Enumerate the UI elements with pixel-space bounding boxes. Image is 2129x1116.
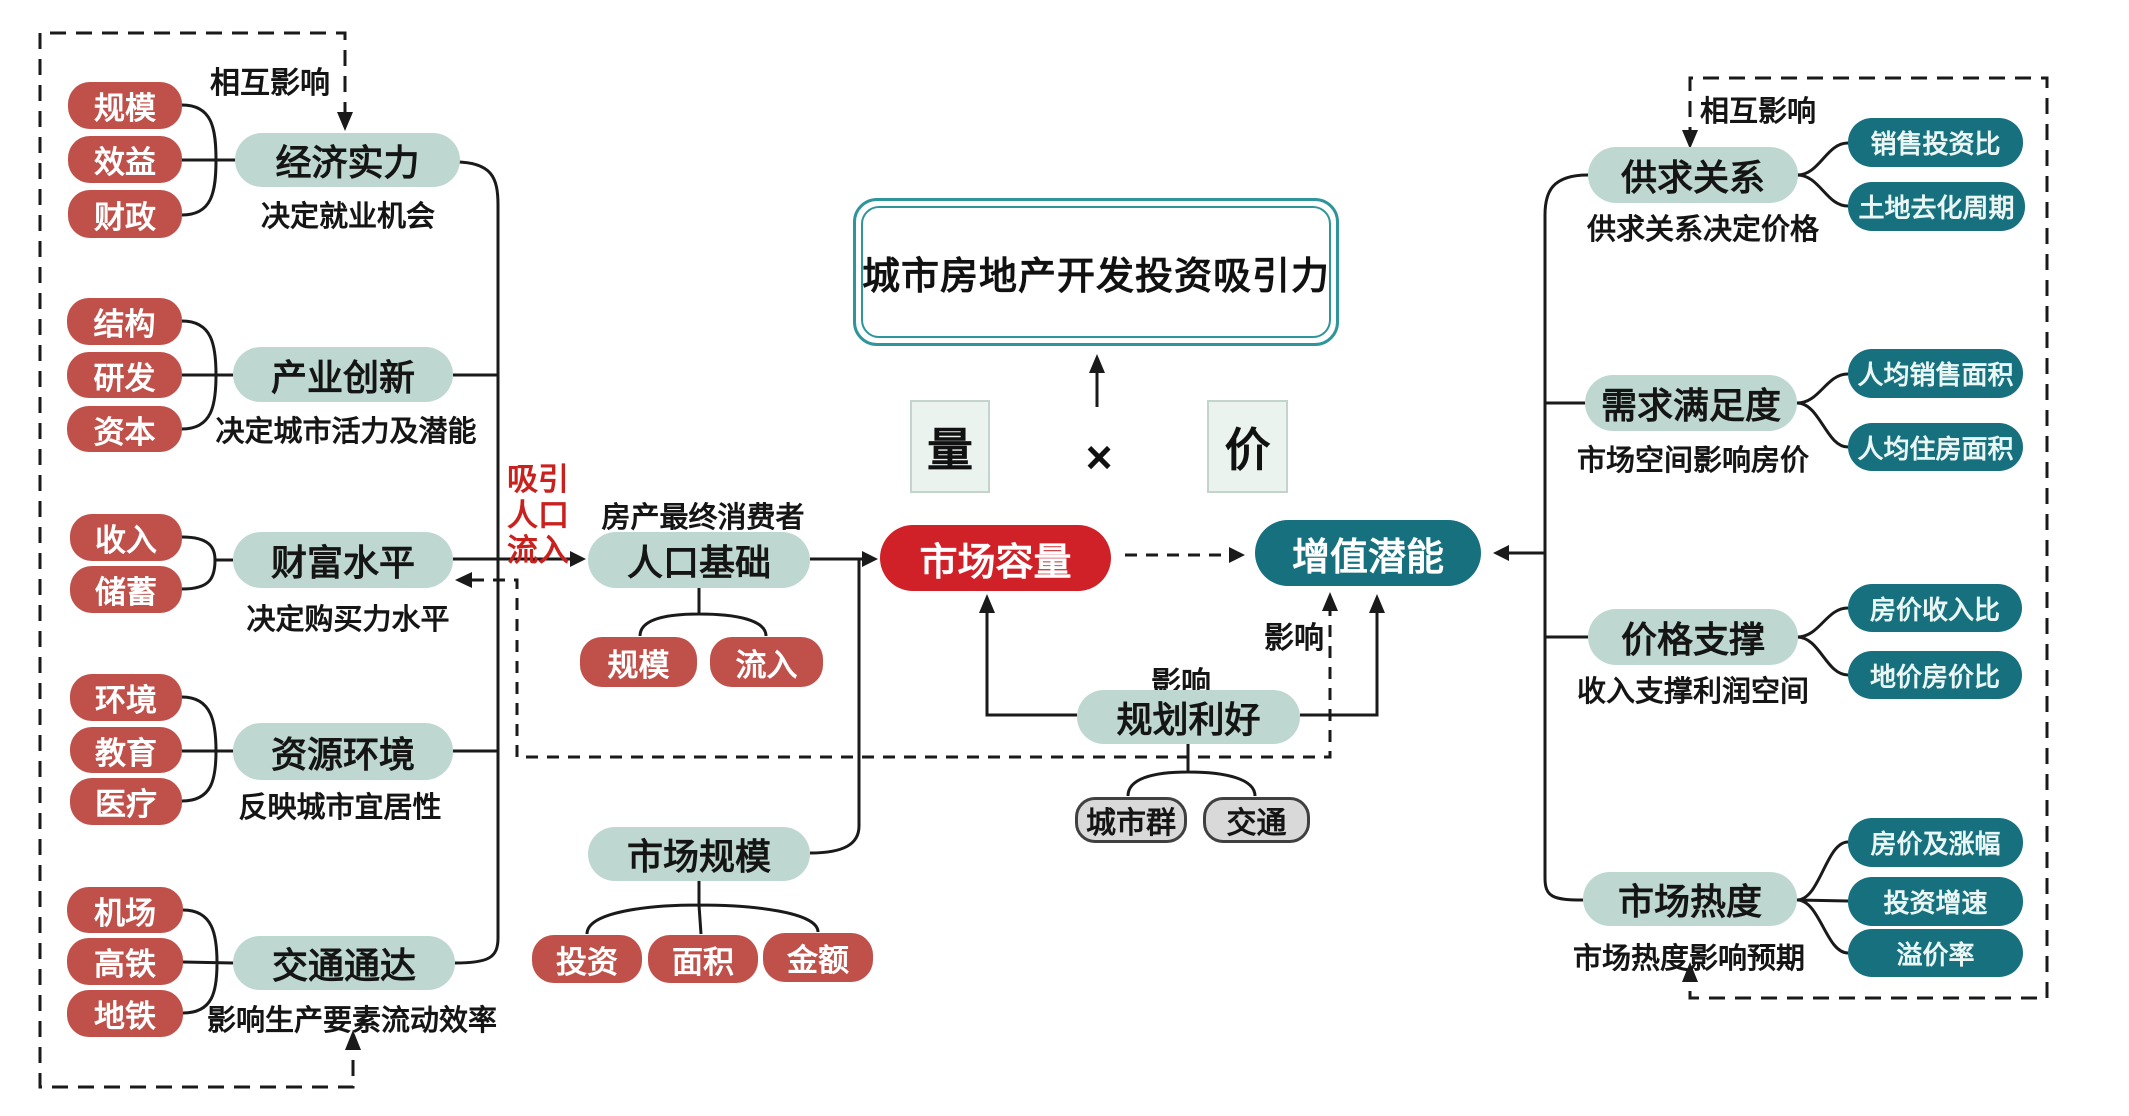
node-housing-area-per-capita: 人均住房面积 <box>1848 423 2023 471</box>
feedback-dashed-line <box>472 578 1332 759</box>
arrow-up-right-frame <box>1682 962 1698 982</box>
node-res-environment: 环境 <box>70 674 182 721</box>
right-mutual-dashed-frame <box>1688 76 2049 1000</box>
desc-resource-environment: 反映城市宜居性 <box>238 792 442 824</box>
node-land-absorption-cycle: 土地去化周期 <box>1848 182 2025 231</box>
marketscale-connector <box>809 560 861 855</box>
arrow-spine-into-potential <box>1493 545 1509 561</box>
desc-price-support: 收入支撑利润空间 <box>1576 676 1810 708</box>
planning-children-brace <box>1126 743 1257 797</box>
desc-wealth-level: 决定购买力水平 <box>246 604 450 636</box>
arrow-into-population <box>570 551 586 567</box>
node-trans-highrail: 高铁 <box>67 938 183 985</box>
node-price-and-growth: 房价及涨幅 <box>1848 818 2023 867</box>
volume-box: 量 <box>910 400 990 493</box>
node-scale-amount: 金额 <box>763 933 873 982</box>
node-trans-airport: 机场 <box>67 887 183 933</box>
node-econ-benefit: 效益 <box>68 136 182 183</box>
brace-industry <box>181 319 233 431</box>
arrow-into-potential-bottom <box>1369 594 1385 613</box>
node-trans-metro: 地铁 <box>67 990 183 1037</box>
node-population-scale: 规模 <box>580 637 697 687</box>
marketscale-children-brace <box>585 881 820 935</box>
brace-wealth <box>181 535 233 591</box>
brace-heat <box>1796 840 1849 955</box>
node-resource-environment: 资源环境 <box>233 723 453 780</box>
left-mutual-dashed-frame <box>38 31 355 1089</box>
node-scale-area: 面积 <box>648 935 758 983</box>
node-ind-capital: 资本 <box>67 406 182 452</box>
brace-price <box>1796 606 1849 677</box>
brace-resource <box>181 695 233 803</box>
left-spine <box>454 160 500 965</box>
page-title: 城市房地产开发投资吸引力 <box>861 255 1330 298</box>
node-sales-investment-ratio: 销售投资比 <box>1848 118 2023 167</box>
left-mutual-influence-label: 相互影响 <box>210 67 330 100</box>
arrow-capacity-to-potential <box>1229 547 1245 563</box>
node-planning-transport: 交通 <box>1203 797 1310 843</box>
node-population-inflow: 流入 <box>710 637 823 687</box>
multiply-sign: × <box>1085 431 1113 483</box>
node-ind-rd: 研发 <box>67 352 182 398</box>
arrow-into-capacity-bottom <box>979 594 995 613</box>
brace-demand <box>1796 372 1849 449</box>
title-box-inner-border <box>861 206 1331 338</box>
node-econ-scale: 规模 <box>68 82 182 129</box>
arrow-into-capacity-left <box>862 551 878 567</box>
arrow-into-wealth <box>455 572 472 588</box>
node-wealth-income: 收入 <box>70 514 182 561</box>
brace-economy <box>181 103 235 217</box>
attract-population-label: 吸引人口流入 <box>507 462 569 569</box>
arrow-up-left-frame <box>345 1030 361 1050</box>
desc-transport-access: 影响生产要素流动效率 <box>206 1005 498 1037</box>
desc-demand-satisfaction: 市场空间影响房价 <box>1576 445 1810 477</box>
right-spine <box>1543 173 1589 902</box>
node-transport-access: 交通通达 <box>233 936 455 990</box>
node-scale-investment: 投资 <box>532 935 642 983</box>
node-wealth-level: 财富水平 <box>233 532 453 588</box>
right-mutual-influence-label: 相互影响 <box>1700 96 1817 128</box>
population-note: 房产最终消费者 <box>601 502 805 534</box>
node-market-capacity: 市场容量 <box>880 525 1111 591</box>
arrow-into-economy <box>337 112 353 131</box>
arrow-dashed-into-potential <box>1322 592 1338 611</box>
node-market-scale: 市场规模 <box>588 827 810 881</box>
price-box: 价 <box>1207 400 1288 493</box>
node-ind-structure: 结构 <box>67 298 182 345</box>
node-wealth-savings: 储蓄 <box>70 566 182 613</box>
node-economic-strength: 经济实力 <box>235 133 460 187</box>
brace-supply <box>1796 141 1849 208</box>
population-children-brace <box>638 587 768 637</box>
planning-to-potential <box>1300 608 1379 717</box>
node-res-education: 教育 <box>70 727 182 773</box>
brace-transport <box>182 908 234 1015</box>
node-premium-rate: 溢价率 <box>1848 929 2023 977</box>
node-price-income-ratio: 房价收入比 <box>1848 584 2022 632</box>
desc-market-heat: 市场热度影响预期 <box>1572 943 1806 975</box>
node-investment-growth: 投资增速 <box>1848 877 2023 926</box>
node-res-medical: 医疗 <box>70 778 182 825</box>
node-market-heat: 市场热度 <box>1583 872 1797 926</box>
arrowheads <box>337 112 1698 1050</box>
node-industry-innovation: 产业创新 <box>233 347 453 402</box>
node-population-base: 人口基础 <box>588 532 810 588</box>
node-price-support: 价格支撑 <box>1588 609 1798 665</box>
dashed-influence-label: 影响 <box>1264 622 1324 655</box>
node-econ-fiscal: 财政 <box>68 190 182 238</box>
node-supply-demand: 供求关系 <box>1588 147 1798 203</box>
node-city-cluster: 城市群 <box>1075 797 1187 843</box>
desc-economic-strength: 决定就业机会 <box>260 201 436 233</box>
node-planning-benefit: 规划利好 <box>1077 690 1300 744</box>
node-appreciation-potential: 增值潜能 <box>1255 520 1481 586</box>
arrow-into-supply <box>1682 130 1698 149</box>
desc-industry-innovation: 决定城市活力及潜能 <box>215 416 477 448</box>
arrow-into-title <box>1089 354 1105 373</box>
node-land-price-ratio: 地价房价比 <box>1848 651 2022 699</box>
desc-supply-demand: 供求关系决定价格 <box>1586 214 1820 246</box>
planning-to-capacity <box>985 608 1077 717</box>
title-box: 城市房地产开发投资吸引力 <box>853 198 1339 346</box>
node-demand-satisfaction: 需求满足度 <box>1585 375 1797 431</box>
node-sales-area-per-capita: 人均销售面积 <box>1848 349 2023 398</box>
